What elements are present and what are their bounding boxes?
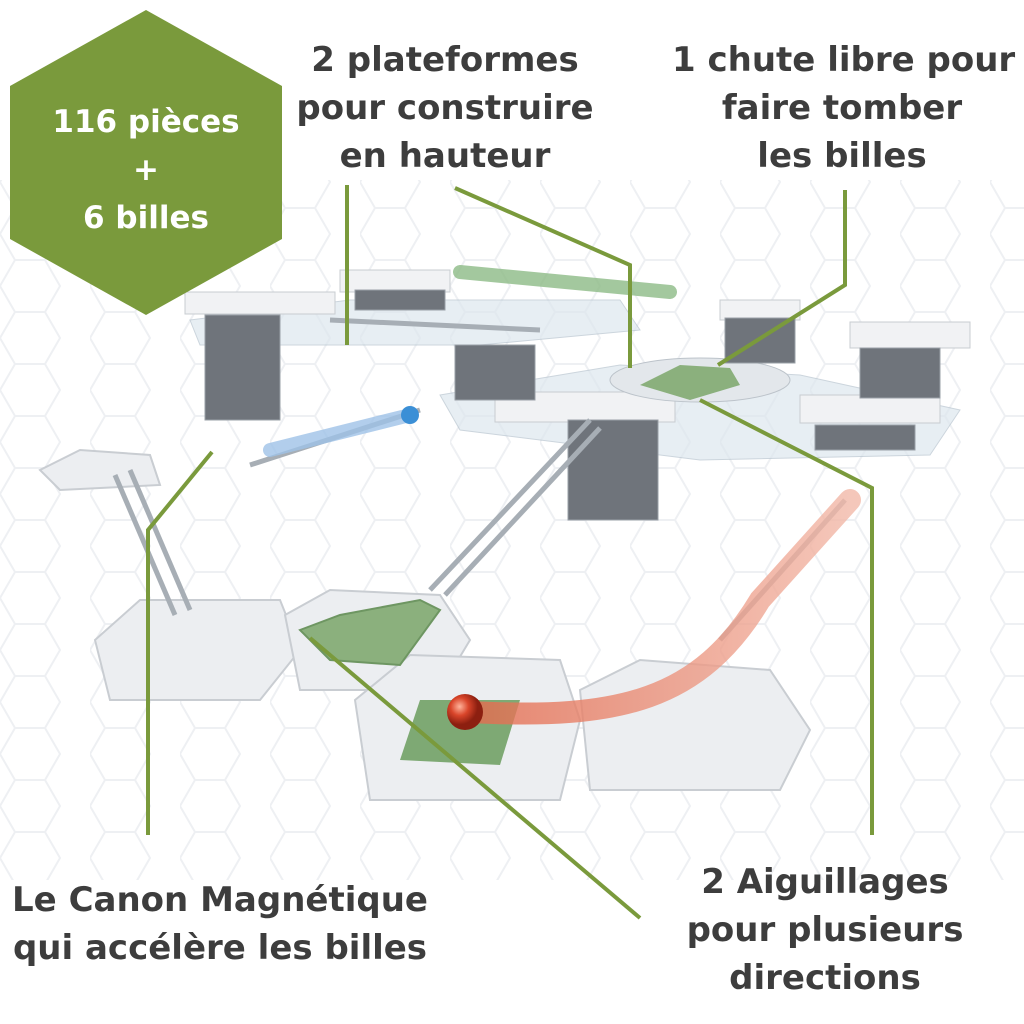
callout-free-fall: 1 chute libre pour faire tomber les bill… — [672, 36, 1016, 180]
red-tube — [459, 489, 861, 725]
callout-line: qui accélère les billes — [12, 928, 428, 968]
callout-line: en hauteur — [339, 136, 551, 176]
blue-tube — [263, 408, 417, 457]
callout-switches: 2 Aiguillages pour plusieurs directions — [680, 858, 970, 1002]
callout-line: pour plusieurs — [686, 910, 964, 950]
badge-plus: + — [133, 152, 159, 188]
callout-line: directions — [729, 958, 921, 998]
badge-text: 116 pièces + 6 billes — [10, 98, 282, 242]
switch-green — [298, 598, 442, 667]
callout-line: Le Canon Magnétique — [12, 880, 428, 920]
callout-line: 1 chute libre pour — [672, 40, 1016, 80]
badge-marbles: 6 billes — [83, 200, 209, 236]
green-tube — [453, 265, 677, 299]
red-marble — [447, 694, 483, 730]
callout-line: 2 Aiguillages — [701, 862, 949, 902]
callout-canon: Le Canon Magnétique qui accélère les bil… — [10, 876, 430, 972]
callout-platforms: 2 plateformes pour construire en hauteur — [290, 36, 600, 180]
leader-lines — [146, 185, 874, 920]
hexagon-badge — [10, 10, 282, 315]
callout-line: faire tomber — [721, 88, 963, 128]
badge-pieces: 116 pièces — [52, 104, 240, 140]
callout-line: 2 plateformes — [311, 40, 579, 80]
callout-line: les billes — [757, 136, 927, 176]
pillars — [204, 289, 941, 521]
blue-marble — [401, 406, 419, 424]
callout-line: pour construire — [296, 88, 594, 128]
